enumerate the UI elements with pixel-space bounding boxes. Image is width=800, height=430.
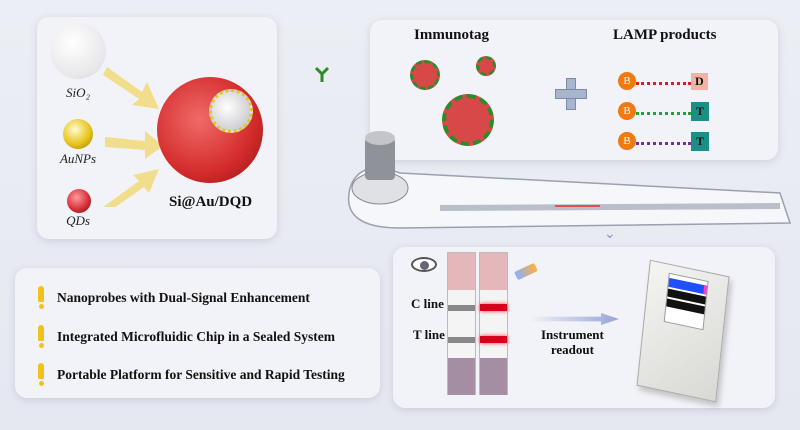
- exclamation-icon: [37, 286, 45, 310]
- lamp-product-list: B D B T B T: [618, 66, 710, 156]
- instrument-label-line1: Instrument: [541, 327, 604, 342]
- immunotag-title: Immunotag: [414, 27, 490, 43]
- feature-text: Portable Platform for Sensitive and Rapi…: [57, 367, 345, 382]
- sio2-label: SiO₂: [65, 85, 91, 100]
- composite-label: Si@Au/DQD: [169, 194, 253, 210]
- feature-text: Integrated Microfluidic Chip in a Sealed…: [57, 329, 335, 344]
- dna-strand: [636, 111, 691, 115]
- c-line-label: C line: [411, 296, 444, 311]
- lamp-product-t: B T: [618, 96, 710, 126]
- microfluidic-chip: [347, 131, 792, 229]
- eye-icon: [411, 257, 437, 272]
- feature-item: Portable Platform for Sensitive and Rapi…: [37, 363, 345, 387]
- exclamation-icon: [37, 325, 45, 349]
- lamp-product-d: B D: [618, 66, 709, 96]
- feature-text: Nanoprobes with Dual-Signal Enhancement: [57, 290, 310, 305]
- biotin-tag: B: [618, 132, 636, 150]
- flashlight-icon: [514, 262, 538, 281]
- sio2-sphere: [50, 23, 106, 79]
- fluorescent-test-strip: [479, 252, 508, 395]
- materials-panel: SiO₂ AuNPs QDs Si@Au/DQD: [37, 17, 277, 239]
- features-panel: Nanoprobes with Dual-Signal Enhancement …: [15, 268, 380, 398]
- biotin-tag: B: [618, 72, 636, 90]
- feature-item: Nanoprobes with Dual-Signal Enhancement: [37, 286, 310, 310]
- exclamation-icon: [37, 363, 45, 387]
- feature-item: Integrated Microfluidic Chip in a Sealed…: [37, 325, 335, 349]
- instrument-label-line2: readout: [550, 342, 594, 357]
- t-tag: T: [691, 101, 710, 121]
- down-arrow-icon: ⌄: [604, 227, 616, 242]
- t-line-label: T line: [413, 327, 445, 342]
- dna-strand: [636, 81, 691, 85]
- lamp-title: LAMP products: [613, 27, 717, 43]
- antibody-icon: [314, 66, 330, 82]
- composite-core: [209, 89, 253, 133]
- readout-arrow-icon: [529, 313, 619, 325]
- aunps-sphere: [63, 119, 93, 149]
- immunotag-particle: [442, 94, 494, 146]
- qds-sphere: [67, 189, 91, 213]
- composite-sphere: [157, 77, 263, 183]
- immunotag-particle: [476, 56, 496, 76]
- t-tag: T: [691, 131, 710, 151]
- visual-test-strip: [447, 252, 476, 395]
- aunps-label: AuNPs: [59, 151, 97, 166]
- biotin-tag: B: [618, 102, 636, 120]
- plus-icon: [555, 78, 587, 110]
- portable-instrument: [636, 259, 730, 403]
- lamp-product-t: B T: [618, 126, 710, 156]
- dna-strand: [636, 141, 691, 145]
- detection-panel: Immunotag LAMP products B D B T B T: [370, 20, 778, 160]
- qds-label: QDs: [66, 213, 90, 228]
- arrows-icon: [103, 67, 163, 207]
- instrument-screen: [663, 272, 709, 331]
- immunotag-particle: [410, 60, 440, 90]
- dig-tag: D: [691, 72, 708, 90]
